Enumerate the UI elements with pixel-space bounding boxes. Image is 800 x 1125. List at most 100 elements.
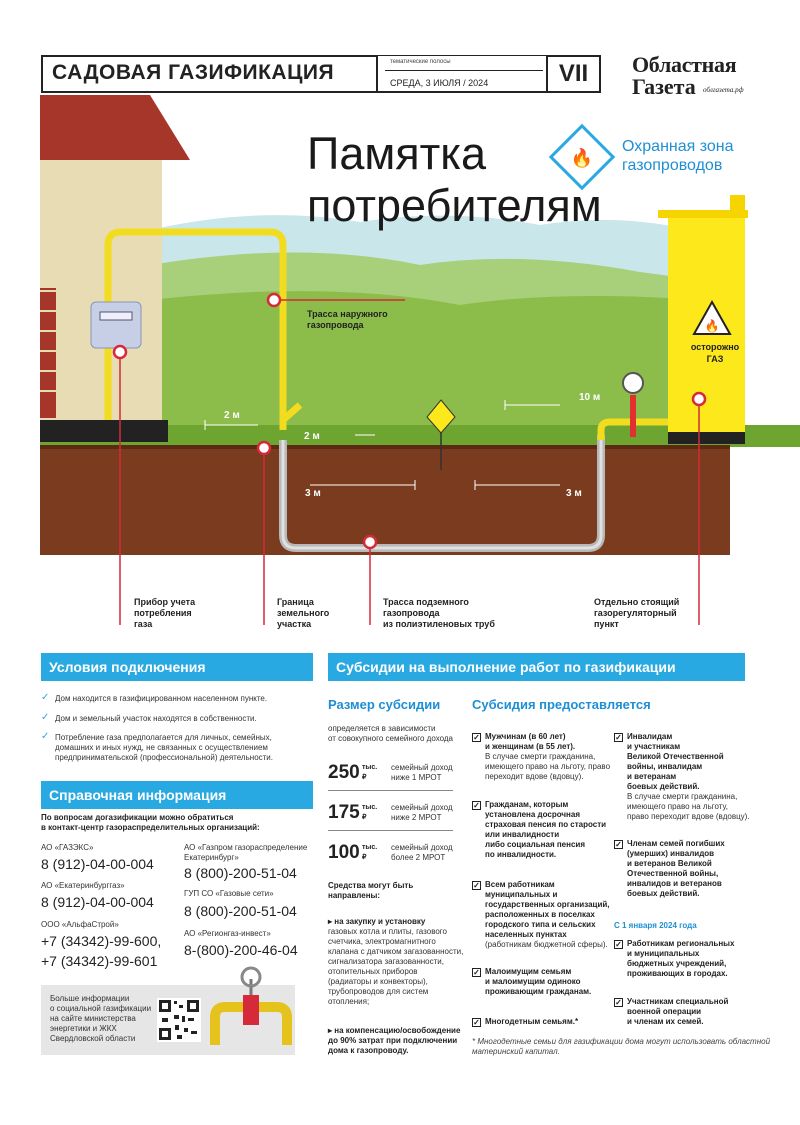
label-line: газопровода <box>307 320 364 330</box>
distance-label: 2 м <box>224 410 240 421</box>
subsidy-unit: тыс. <box>362 804 378 811</box>
recipient-line: (умерших) инвалидов <box>627 849 715 858</box>
label-line: пункт <box>594 619 619 629</box>
desc-line: более 2 МРОТ <box>391 853 446 862</box>
recipient-line: проживающим гражданам. <box>485 987 592 996</box>
logo-site: облгазета.рф <box>703 86 744 94</box>
caution-line-2: ГАЗ <box>706 354 724 364</box>
distance-label: 10 м <box>579 392 601 403</box>
gas-sign-icon <box>426 399 456 434</box>
directed-label: Средства могут быть направлены: <box>328 881 413 901</box>
desc-line: ниже 2 МРОТ <box>391 813 442 822</box>
use-purchase: ▸ на закупку и установку газовых котла и… <box>328 917 463 1007</box>
directed-line: направлены: <box>328 891 381 900</box>
recipient-line: проживающих в городах. <box>627 969 728 978</box>
subsidy-size-title: Размер субсидии <box>328 697 441 712</box>
border-label: Граница земельного участка <box>277 597 329 630</box>
zone-line-1: Охранная зона <box>622 138 734 155</box>
recipient-line: или инвалидности <box>485 830 560 839</box>
recipient-item: Инвалидам и участникам Великой Отечестве… <box>627 732 750 822</box>
qr-code-icon[interactable] <box>157 998 201 1042</box>
recipient-line: и муниципальных <box>627 949 700 958</box>
recipient-line: и ветеранов Великой <box>627 859 712 868</box>
recipient-line: и женщинам (в 55 лет). <box>485 742 576 751</box>
footnote: * Многодетные семьи для газификации дома… <box>472 1037 770 1057</box>
qr-line: о социальной газификации <box>50 1004 152 1013</box>
desc-line: семейный доход <box>391 763 453 772</box>
checkbox-icon: ✓ <box>472 733 481 742</box>
subsidy-desc: семейный доход более 2 МРОТ <box>391 843 453 863</box>
subsidy-desc: семейный доход ниже 1 МРОТ <box>391 763 453 783</box>
ruble-icon: ₽ <box>362 854 367 861</box>
recipient-line: Многодетным семьям.* <box>485 1017 579 1026</box>
subsidies-header: Субсидии на выполнение работ по газифика… <box>328 653 745 681</box>
recipient-item: Работникам региональных и муниципальных … <box>627 939 734 979</box>
recipient-item: Всем работникам муниципальных и государс… <box>485 880 610 950</box>
recipient-line: военной операции <box>627 1007 702 1016</box>
logo-line-1: Областная <box>632 52 737 77</box>
label-line: Трасса подземного <box>383 597 469 607</box>
section-title: САДОВАЯ ГАЗИФИКАЦИЯ <box>52 61 335 84</box>
subsidy-amount: 175 <box>328 802 360 823</box>
label-line: газа <box>134 619 153 629</box>
use-line: сигнализатора загазованности, <box>328 957 444 966</box>
gas-meter-icon <box>90 301 142 349</box>
recipient-line: Отечественной войны, <box>627 869 719 878</box>
checkbox-icon: ✓ <box>614 733 623 742</box>
recipient-line: государственных организаций, <box>485 900 610 909</box>
pressure-gauge-icon <box>622 372 644 394</box>
recipient-line: Гражданам, которым <box>485 800 569 809</box>
recipient-line: и малоимущим одиноко <box>485 977 581 986</box>
org-name: АО «Екатеринбурггаз» <box>41 881 125 890</box>
label-line: газопровода <box>383 608 440 618</box>
provided-title: Субсидия предоставляется <box>472 697 651 712</box>
recipient-line: боевых действий. <box>627 782 700 791</box>
subsidy-unit: тыс. <box>362 764 378 771</box>
use-compensation: ▸ на компенсацию/освобождение до 90% зат… <box>328 1026 460 1056</box>
outer-route-label: Трасса наружного газопровода <box>307 309 388 331</box>
checkbox-icon: ✓ <box>614 840 623 849</box>
label-line: земельного <box>277 608 330 618</box>
recipient-line: Малоимущим семьям <box>485 967 572 976</box>
label-line: Прибор учета <box>134 597 196 607</box>
station-label: Отдельно стоящий газорегуляторный пункт <box>594 597 679 630</box>
recipient-line: право переходит вдове (вдовцу). <box>627 812 750 821</box>
recipient-line: либо социальная пенсия <box>485 840 585 849</box>
desc-line: ниже 1 МРОТ <box>391 773 442 782</box>
qr-line: энергетики и ЖКХ <box>50 1024 117 1033</box>
caution-label: осторожно ГАЗ <box>689 341 741 365</box>
conditions-header: Условия подключения <box>41 653 313 681</box>
check-icon: ✓ <box>41 692 50 703</box>
desc-line: семейный доход <box>391 803 453 812</box>
since-date-label: С 1 января 2024 года <box>614 921 697 930</box>
condition-item: Дом и земельный участок находятся в собс… <box>55 714 257 723</box>
distance-label: 3 м <box>566 488 582 499</box>
org-phone: 8 (800)-200-51-04 <box>184 865 297 881</box>
underground-route-label: Трасса подземного газопровода из полиэти… <box>383 597 495 630</box>
recipient-line: населенных пунктах <box>485 930 567 939</box>
recipient-line: Участникам специальной <box>627 997 729 1006</box>
distance-label: 2 м <box>304 431 320 442</box>
use-line: клапана с датчиком загазованности, <box>328 947 464 956</box>
label-line: из полиэтиленовых труб <box>383 619 495 629</box>
recipient-line: В случае смерти гражданина, <box>627 792 738 801</box>
recipient-line: и ветеранам <box>627 772 677 781</box>
divider <box>328 790 453 791</box>
label-line: Граница <box>277 597 314 607</box>
intro-line: По вопросам догазификации можно обратить… <box>41 813 234 822</box>
org-name: Екатеринбург» <box>184 853 239 862</box>
recipient-line: В случае смерти гражданина, <box>485 752 596 761</box>
recipient-line: Великой Отечественной <box>627 752 724 761</box>
recipient-line: боевых действий. <box>627 889 700 898</box>
desc-line: семейный доход <box>391 843 453 852</box>
recipient-line: по инвалидности. <box>485 850 557 859</box>
use-line: до 90% затрат при подключении <box>328 1036 458 1045</box>
org-name: АО «Регионгаз-инвест» <box>184 929 271 938</box>
use-line: ▸ на закупку и установку <box>328 917 426 926</box>
flammable-warning-icon <box>692 299 732 335</box>
house-wall <box>40 160 162 422</box>
header-rubric: тематические полосы <box>390 59 451 65</box>
qr-caption: Больше информации о социальной газификац… <box>50 994 151 1044</box>
header-info-box <box>378 55 546 93</box>
check-icon: ✓ <box>41 731 50 742</box>
